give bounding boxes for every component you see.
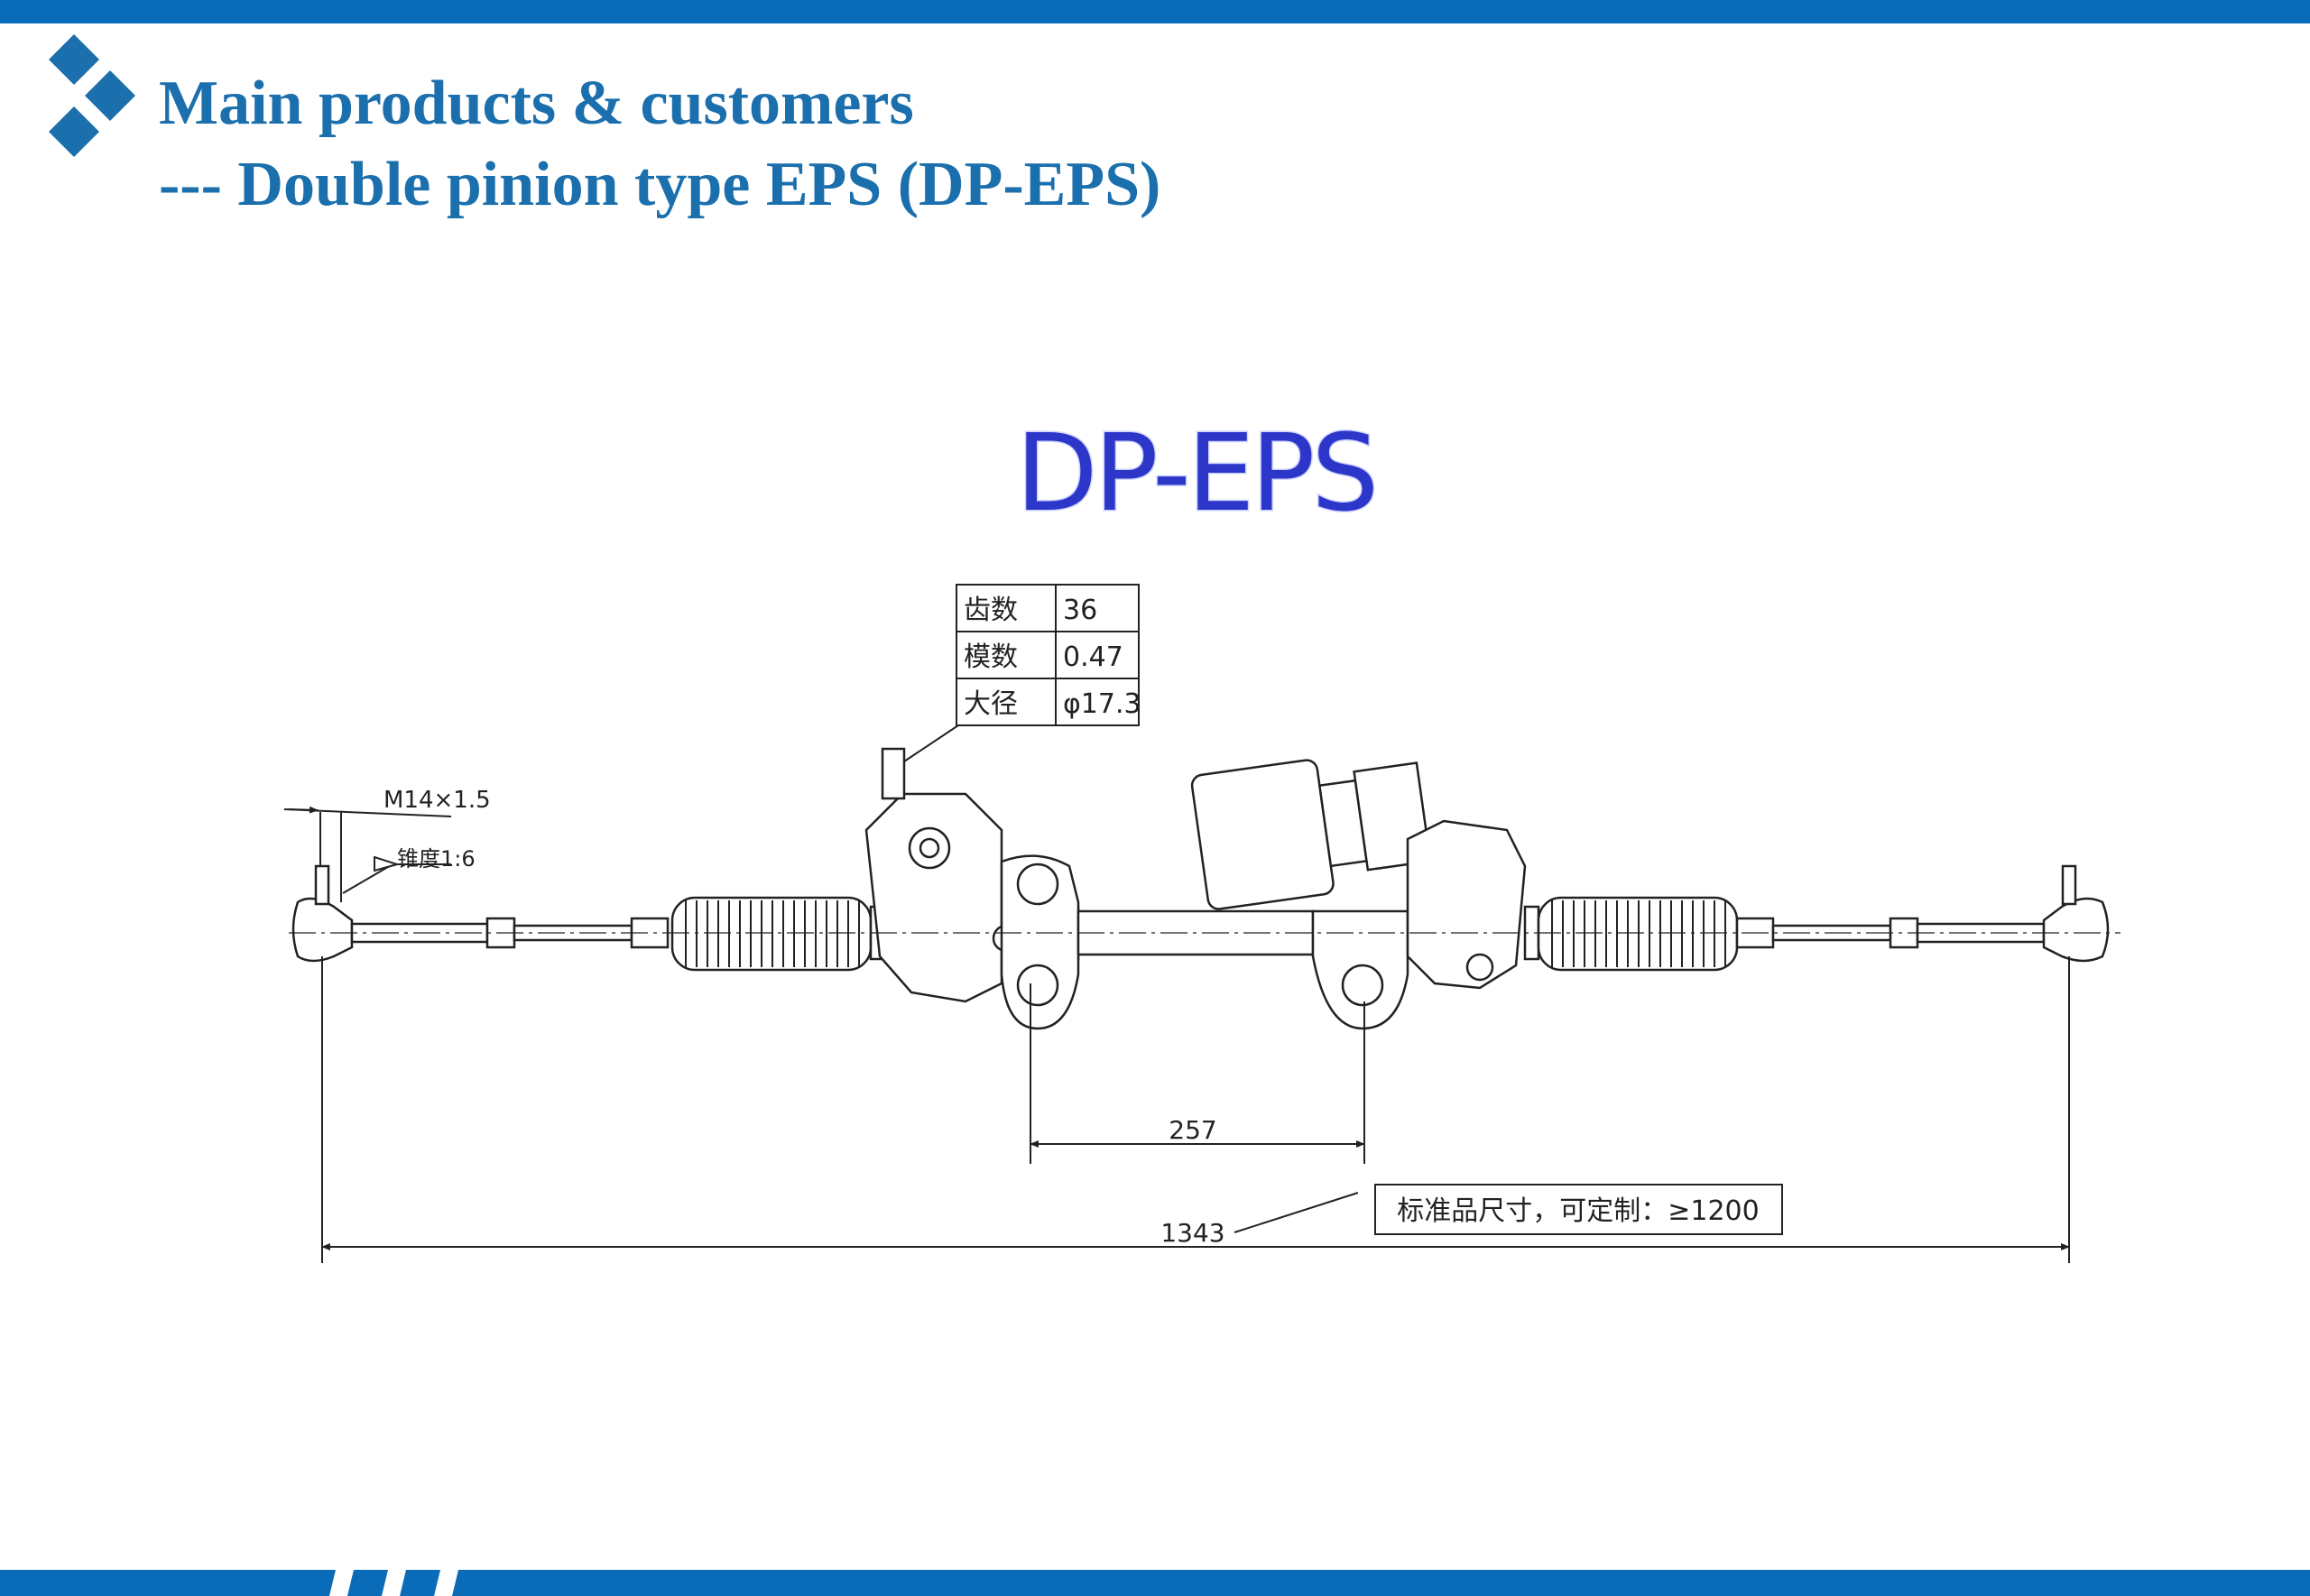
dim-overall xyxy=(321,956,2070,1263)
bellows-ribs xyxy=(685,900,1726,967)
gear-table-label-diameter: 大径 xyxy=(964,688,1018,720)
taper-spec-label: 锥度1:6 xyxy=(397,846,476,872)
note-box xyxy=(1374,1184,1783,1235)
product-label: DP-EPS xyxy=(1016,411,1376,535)
gear-table-value-diameter: φ17.3 xyxy=(1063,688,1141,720)
gear-table-value-module: 0.47 xyxy=(1063,641,1123,673)
page-title: Main products & customers --- Double pin… xyxy=(159,63,1160,226)
gear-spec-table xyxy=(956,584,1140,726)
diamond-logo-icon xyxy=(49,34,135,157)
note-text: 标准品尺寸，可定制：≥1200 xyxy=(1397,1195,1759,1227)
top-accent-bar xyxy=(0,0,2310,23)
gear-table-value-teeth: 36 xyxy=(1063,595,1097,626)
title-line-1: Main products & customers xyxy=(159,69,914,138)
dim-pinion-spacing-label: 257 xyxy=(1169,1115,1216,1145)
taper-callout xyxy=(342,855,451,894)
dim-overall-label: 1343 xyxy=(1160,1218,1224,1248)
gear-table-label-module: 模数 xyxy=(964,641,1018,673)
title-line-2: --- Double pinion type EPS (DP-EPS) xyxy=(159,150,1161,219)
gear-table-label-teeth: 齿数 xyxy=(964,595,1018,626)
rack-assembly xyxy=(291,747,2110,1030)
dim-pinion-spacing xyxy=(1030,983,1365,1164)
bottom-accent-bar xyxy=(0,1570,2310,1596)
thread-spec-label: M14×1.5 xyxy=(383,787,491,814)
